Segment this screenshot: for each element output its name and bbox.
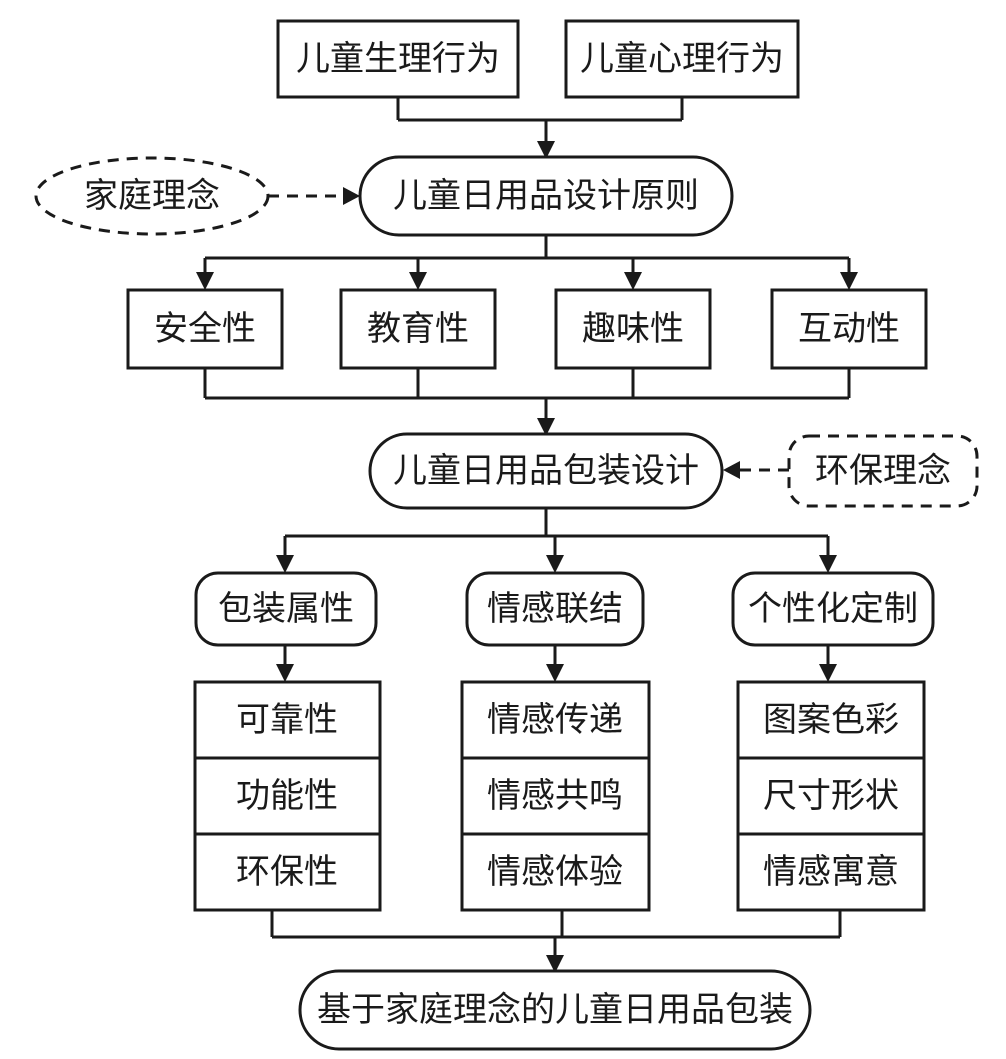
arrow-into-list-1 <box>276 664 294 682</box>
arrow-into-list-2 <box>546 664 564 682</box>
list-item-reliability: 可靠性 <box>236 700 338 740</box>
list-emotional-connection: 情感传递 情感共鸣 情感体验 <box>460 680 651 912</box>
arrow-into-packaging-design <box>537 418 555 436</box>
arrow-into-principles <box>537 141 555 159</box>
list-item-functionality: 功能性 <box>236 776 338 816</box>
node-fun: 趣味性 <box>554 288 712 370</box>
edge-behaviors-to-principles <box>396 97 684 145</box>
arrow-into-final <box>546 955 564 973</box>
label-safety: 安全性 <box>154 309 256 349</box>
label-design-principles: 儿童日用品设计原则 <box>393 176 699 216</box>
node-personalization: 个性化定制 <box>731 571 935 647</box>
arrow-into-list-3 <box>819 664 837 682</box>
arrow-into-emotional-connection <box>546 555 564 573</box>
node-family-concept: 家庭理念 <box>34 156 270 236</box>
node-packaging-design: 儿童日用品包装设计 <box>368 432 724 510</box>
edge-attributes-merge <box>203 368 851 421</box>
list-item-emotion-resonance: 情感共鸣 <box>487 776 623 816</box>
arrow-into-interactivity <box>840 272 858 290</box>
label-emotional-connection: 情感联结 <box>487 589 623 629</box>
edge-principles-split <box>203 235 851 276</box>
node-education: 教育性 <box>339 288 497 370</box>
node-design-principles: 儿童日用品设计原则 <box>358 155 734 237</box>
list-item-pattern-color: 图案色彩 <box>763 700 899 740</box>
label-interactivity: 互动性 <box>798 309 900 349</box>
list-item-emotion-experience: 情感体验 <box>487 852 623 892</box>
edge-categories-to-lists <box>283 645 830 666</box>
list-item-size-shape: 尺寸形状 <box>763 776 899 816</box>
node-packaging-attributes: 包装属性 <box>194 571 378 647</box>
node-emotional-connection: 情感联结 <box>465 571 645 647</box>
arrow-into-safety <box>196 272 214 290</box>
label-packaging-attributes: 包装属性 <box>218 589 354 629</box>
node-interactivity: 互动性 <box>770 288 928 370</box>
list-item-eco-friendliness: 环保性 <box>236 852 338 892</box>
label-child-psych-behavior: 儿童心理行为 <box>580 39 784 79</box>
node-child-physio-behavior: 儿童生理行为 <box>276 19 520 99</box>
label-fun: 趣味性 <box>582 309 684 349</box>
edge-packaging-split <box>283 508 830 558</box>
list-item-emotion-transfer: 情感传递 <box>487 700 623 740</box>
list-item-emotion-meaning: 情感寓意 <box>763 852 899 892</box>
label-eco-concept: 环保理念 <box>815 451 951 491</box>
arrow-into-education <box>409 272 427 290</box>
label-final-packaging: 基于家庭理念的儿童日用品包装 <box>317 990 793 1030</box>
arrow-into-packaging-attributes <box>276 555 294 573</box>
arrow-family-concept <box>343 187 360 205</box>
list-packaging-attributes: 可靠性 功能性 环保性 <box>193 680 382 912</box>
list-personalization: 图案色彩 尺寸形状 情感寓意 <box>736 680 926 912</box>
label-family-concept: 家庭理念 <box>84 176 220 216</box>
label-child-physio-behavior: 儿童生理行为 <box>296 39 500 79</box>
node-eco-concept: 环保理念 <box>787 434 979 508</box>
label-packaging-design: 儿童日用品包装设计 <box>393 451 699 491</box>
edges <box>196 97 858 973</box>
arrow-into-fun <box>624 272 642 290</box>
arrow-eco-concept <box>723 461 740 479</box>
arrow-into-personalization <box>819 555 837 573</box>
node-final-packaging: 基于家庭理念的儿童日用品包装 <box>298 969 812 1051</box>
node-child-psych-behavior: 儿童心理行为 <box>564 19 800 99</box>
label-education: 教育性 <box>367 309 469 349</box>
label-personalization: 个性化定制 <box>748 589 918 629</box>
node-safety: 安全性 <box>126 288 284 370</box>
edge-lists-merge <box>270 910 842 958</box>
